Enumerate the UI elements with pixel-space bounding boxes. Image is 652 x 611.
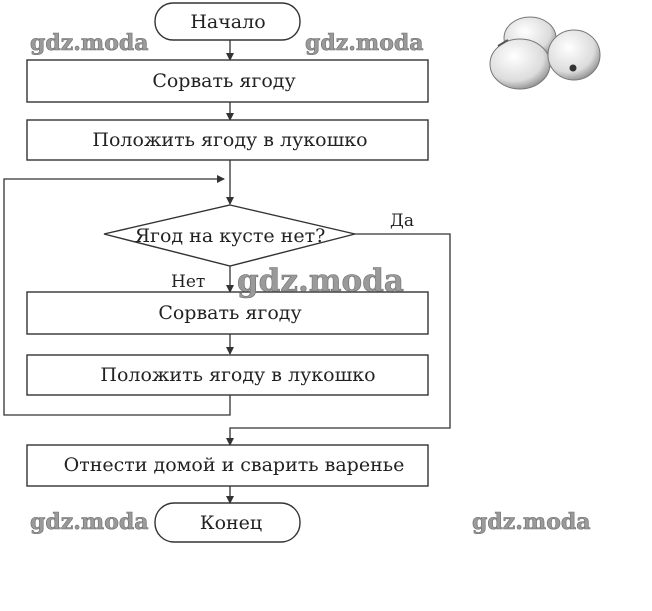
watermark-top-left: gdz.moda: [30, 30, 149, 56]
process-loop-put-in-basket: Положить ягоду в лукошко: [26, 354, 429, 396]
process-take-home: Отнести домой и сварить варенье: [26, 444, 429, 487]
branch-no-label: Нет: [171, 272, 205, 292]
process-loop-pick-berry: Сорвать ягоду: [26, 291, 429, 335]
process-put-in-basket: Положить ягоду в лукошко: [26, 119, 429, 161]
watermark-bottom-right: gdz.moda: [472, 509, 591, 535]
process-loop-put-in-basket-label: Положить ягоду в лукошко: [100, 364, 375, 386]
berries-icon: [489, 16, 601, 90]
watermark-top-center: gdz.moda: [305, 30, 424, 56]
decision-no-berries: Ягод на кусте нет?: [103, 204, 356, 267]
connectors: [3, 40, 451, 504]
start-label: Начало: [190, 11, 265, 33]
end-label: Конец: [200, 512, 262, 534]
end-terminator: Конец: [154, 502, 301, 543]
watermark-bottom-left: gdz.moda: [30, 509, 149, 535]
start-terminator: Начало: [154, 2, 301, 41]
process-put-in-basket-label: Положить ягоду в лукошко: [92, 129, 367, 151]
watermark-middle: gdz.moda: [237, 263, 404, 299]
process-take-home-label: Отнести домой и сварить варенье: [64, 454, 405, 476]
process-pick-berry-label: Сорвать ягоду: [152, 70, 295, 92]
branch-yes-label: Да: [390, 211, 414, 231]
process-loop-pick-berry-label: Сорвать ягоду: [158, 302, 301, 324]
yes-branch-line: [226, 233, 451, 446]
decision-label: Ягод на кусте нет?: [135, 225, 326, 247]
process-pick-berry: Сорвать ягоду: [26, 59, 429, 103]
loop-back-line: [3, 175, 231, 416]
watermarks: gdz.moda gdz.moda gdz.moda gdz.moda gdz.…: [30, 30, 591, 536]
